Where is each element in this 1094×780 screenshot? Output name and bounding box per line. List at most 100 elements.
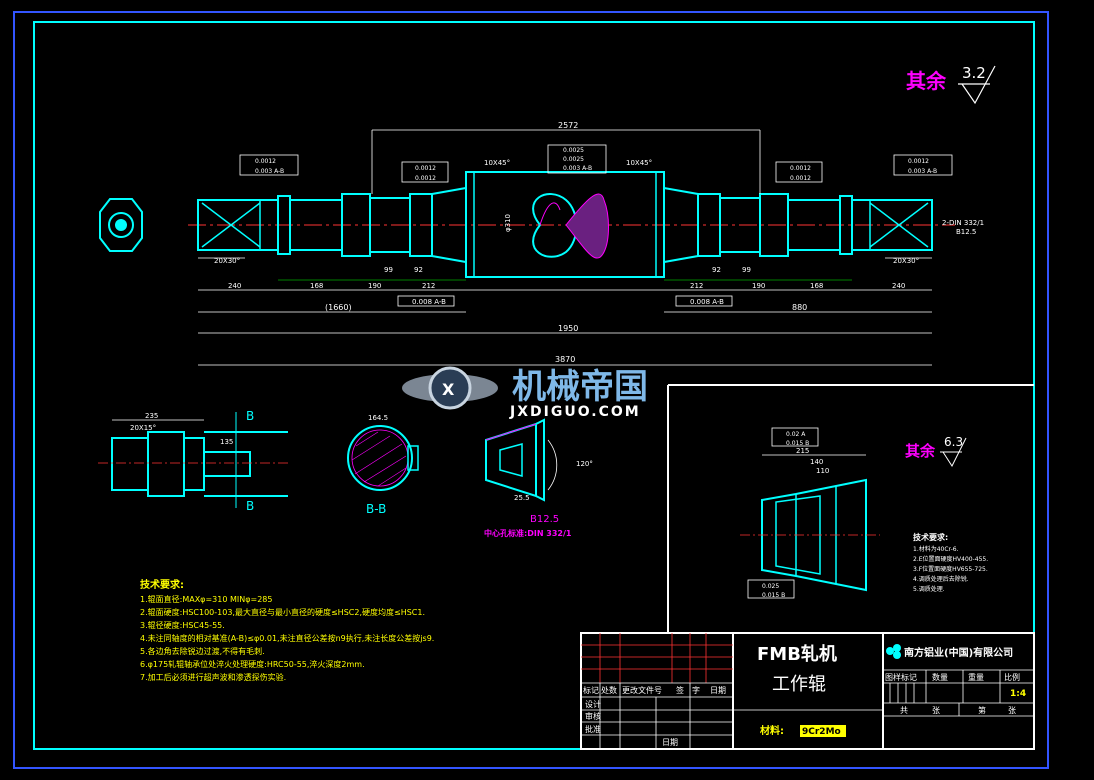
detail-dim-215: 215 bbox=[796, 447, 809, 455]
tb-total-label: 共 bbox=[900, 706, 908, 715]
watermark-en: JXDIGUO.COM bbox=[509, 404, 641, 420]
tb-header-1: 标记 bbox=[583, 685, 599, 695]
tol-mid-right-2: 0.0012 bbox=[790, 175, 811, 182]
dim-190-left: 190 bbox=[368, 282, 381, 290]
tol-left-1: 0.0012 bbox=[255, 158, 276, 165]
tb-weight-label: 重量 bbox=[968, 672, 984, 682]
tech-main-item-7: 7.加工后必须进行超声波和渗透探伤实验. bbox=[140, 672, 286, 682]
end-view-octagon bbox=[99, 198, 143, 252]
tol-mid-left-2: 0.0012 bbox=[415, 175, 436, 182]
chamfer-right: 10X45° bbox=[626, 159, 652, 167]
tol-center-1: 0.0025 bbox=[563, 147, 584, 154]
tech-req-main: 技术要求: 1.辊面直径:MAXφ=310 MINφ=285 2.辊面硬度:HS… bbox=[140, 578, 434, 682]
tol-mid-right-1: 0.0012 bbox=[790, 165, 811, 172]
watermark-cn: 机械帝国 bbox=[512, 367, 648, 407]
tech-main-item-5: 5.各边角去除锐边过渡,不得有毛刺. bbox=[140, 646, 265, 656]
tb-header-6: 日期 bbox=[710, 686, 726, 695]
tb-row-review: 审核 bbox=[585, 711, 601, 721]
tol-mid-left-1: 0.0012 bbox=[415, 165, 436, 172]
tb-scale-value: 1:4 bbox=[1010, 689, 1026, 699]
dim-2572: 2572 bbox=[558, 121, 578, 130]
tech-req-right: 技术要求: 1.材料为40Cr-6. 2.E位置面硬度HV400-455. 3.… bbox=[913, 532, 988, 593]
roughness-value-top: 3.2 bbox=[962, 64, 986, 82]
side-view: 235 135 20X15° B B bbox=[98, 409, 290, 513]
chamfer-left: 10X45° bbox=[484, 159, 510, 167]
center-hole-detail: 120° 25.5 B12.5 中心孔标准:DIN 332/1 bbox=[484, 418, 593, 538]
detail-dim-110: 110 bbox=[816, 467, 829, 475]
tb-stage-label: 图样标记 bbox=[885, 672, 917, 682]
tb-row-design: 设计 bbox=[585, 699, 601, 709]
tb-sheet-label: 张 bbox=[932, 706, 940, 715]
tech-main-item-4: 4.未注同轴度的相对基准(A-B)≤φ0.01,未注直径公差按n9执行,未注长度… bbox=[140, 633, 434, 643]
tech-main-item-6: 6.φ175轧辊轴承位处淬火处理硬度:HRC50-55,淬火深度2mm. bbox=[140, 659, 365, 669]
title-block: 标记 处数 更改文件号 签 字 日期 设计 审核 批准 日期 FMB轧机 工作辊… bbox=[580, 632, 1035, 750]
tb-page-label: 第 bbox=[978, 705, 986, 715]
tb-material-value: 9Cr2Mo bbox=[802, 727, 841, 737]
center-hole-right: 2-DIN 332/1 bbox=[942, 219, 984, 227]
tech-main-title: 技术要求: bbox=[140, 578, 184, 591]
runout-right: 0.008 A-B bbox=[690, 298, 724, 306]
tol-left-2: 0.003 A-B bbox=[255, 168, 284, 175]
spline-right: 20X30° bbox=[893, 257, 919, 265]
dim-240-left: 240 bbox=[228, 282, 241, 290]
roughness-label-top: 其余 bbox=[906, 69, 947, 93]
right-detail-part: 215 140 110 0.02 A 0.015 B 0.025 0.015 B bbox=[740, 427, 880, 599]
tech-right-item-1: 1.材料为40Cr-6. bbox=[913, 545, 959, 553]
detail-tol-3: 0.025 bbox=[762, 583, 779, 590]
center-hole-label: 中心孔标准:DIN 332/1 bbox=[484, 528, 572, 538]
dim-212-right: 212 bbox=[690, 282, 703, 290]
dim-212-left: 212 bbox=[422, 282, 435, 290]
dim-168-right: 168 bbox=[810, 282, 823, 290]
surface-roughness-top: 其余 3.2 bbox=[906, 64, 996, 105]
tb-material-label: 材料: bbox=[760, 724, 784, 737]
tb-qty-label: 数量 bbox=[932, 672, 948, 682]
main-shaft-view: 2572 1950 3870 (1660) 880 240 168 190 21… bbox=[99, 121, 984, 366]
dim-92-left: 92 bbox=[414, 266, 423, 274]
tech-right-item-4: 4.调质处理后去除锐. bbox=[913, 575, 969, 583]
surface-roughness-right: 其余 6.3 bbox=[905, 435, 967, 468]
tb-header-2: 处数 bbox=[601, 685, 617, 695]
detail-tol-4: 0.015 B bbox=[762, 592, 785, 599]
tb-header-5: 字 bbox=[692, 685, 700, 695]
tb-part: 工作辊 bbox=[772, 674, 826, 695]
watermark: X 机械帝国 JXDIGUO.COM bbox=[402, 366, 648, 420]
section-label: B-B bbox=[366, 502, 386, 516]
section-view: B-B 164.5 bbox=[347, 414, 419, 516]
center-hole-right-2: B12.5 bbox=[956, 228, 976, 236]
dim-1950: 1950 bbox=[558, 324, 578, 333]
tech-right-item-3: 3.F位置面硬度HV655-725. bbox=[913, 565, 988, 573]
tech-right-item-2: 2.E位置面硬度HV400-455. bbox=[913, 555, 988, 563]
roughness-value-right: 6.3 bbox=[944, 435, 963, 449]
dim-99-left: 99 bbox=[384, 266, 393, 274]
section-mark-bottom: B bbox=[246, 499, 254, 513]
detail-dim-140: 140 bbox=[810, 458, 823, 466]
tb-header-3: 更改文件号 bbox=[622, 685, 662, 695]
tb-page-sheet: 张 bbox=[1008, 706, 1016, 715]
tb-scale-label: 比例 bbox=[1004, 672, 1020, 682]
side-spline: 20X15° bbox=[130, 424, 156, 432]
svg-text:X: X bbox=[442, 380, 455, 399]
outer-border bbox=[13, 11, 1049, 769]
tech-main-item-1: 1.辊面直径:MAXφ=310 MINφ=285 bbox=[140, 594, 272, 604]
spline-left: 20X30° bbox=[214, 257, 240, 265]
side-dim-135: 135 bbox=[220, 438, 233, 446]
tb-header-4: 签 bbox=[676, 685, 684, 695]
side-dim-235: 235 bbox=[145, 412, 158, 420]
detail-tol-2: 0.015 B bbox=[786, 440, 809, 447]
diameter-center: φ310 bbox=[504, 214, 512, 232]
dim-overall: 3870 bbox=[555, 355, 575, 364]
dim-1660: (1660) bbox=[325, 303, 352, 312]
dim-99-right: 99 bbox=[742, 266, 751, 274]
tech-main-item-2: 2.辊面硬度:HSC100-103,最大直径与最小直径的硬度≤HSC2,硬度均度… bbox=[140, 607, 425, 617]
dim-880: 880 bbox=[792, 303, 807, 312]
runout-left: 0.008 A-B bbox=[412, 298, 446, 306]
tech-right-item-5: 5.调质处理. bbox=[913, 585, 945, 593]
dim-92-right: 92 bbox=[712, 266, 721, 274]
center-hole-grade: B12.5 bbox=[530, 514, 559, 525]
dim-190-right: 190 bbox=[752, 282, 765, 290]
tb-product: FMB轧机 bbox=[757, 643, 837, 665]
roughness-label-right: 其余 bbox=[905, 442, 936, 460]
dim-240-right: 240 bbox=[892, 282, 905, 290]
